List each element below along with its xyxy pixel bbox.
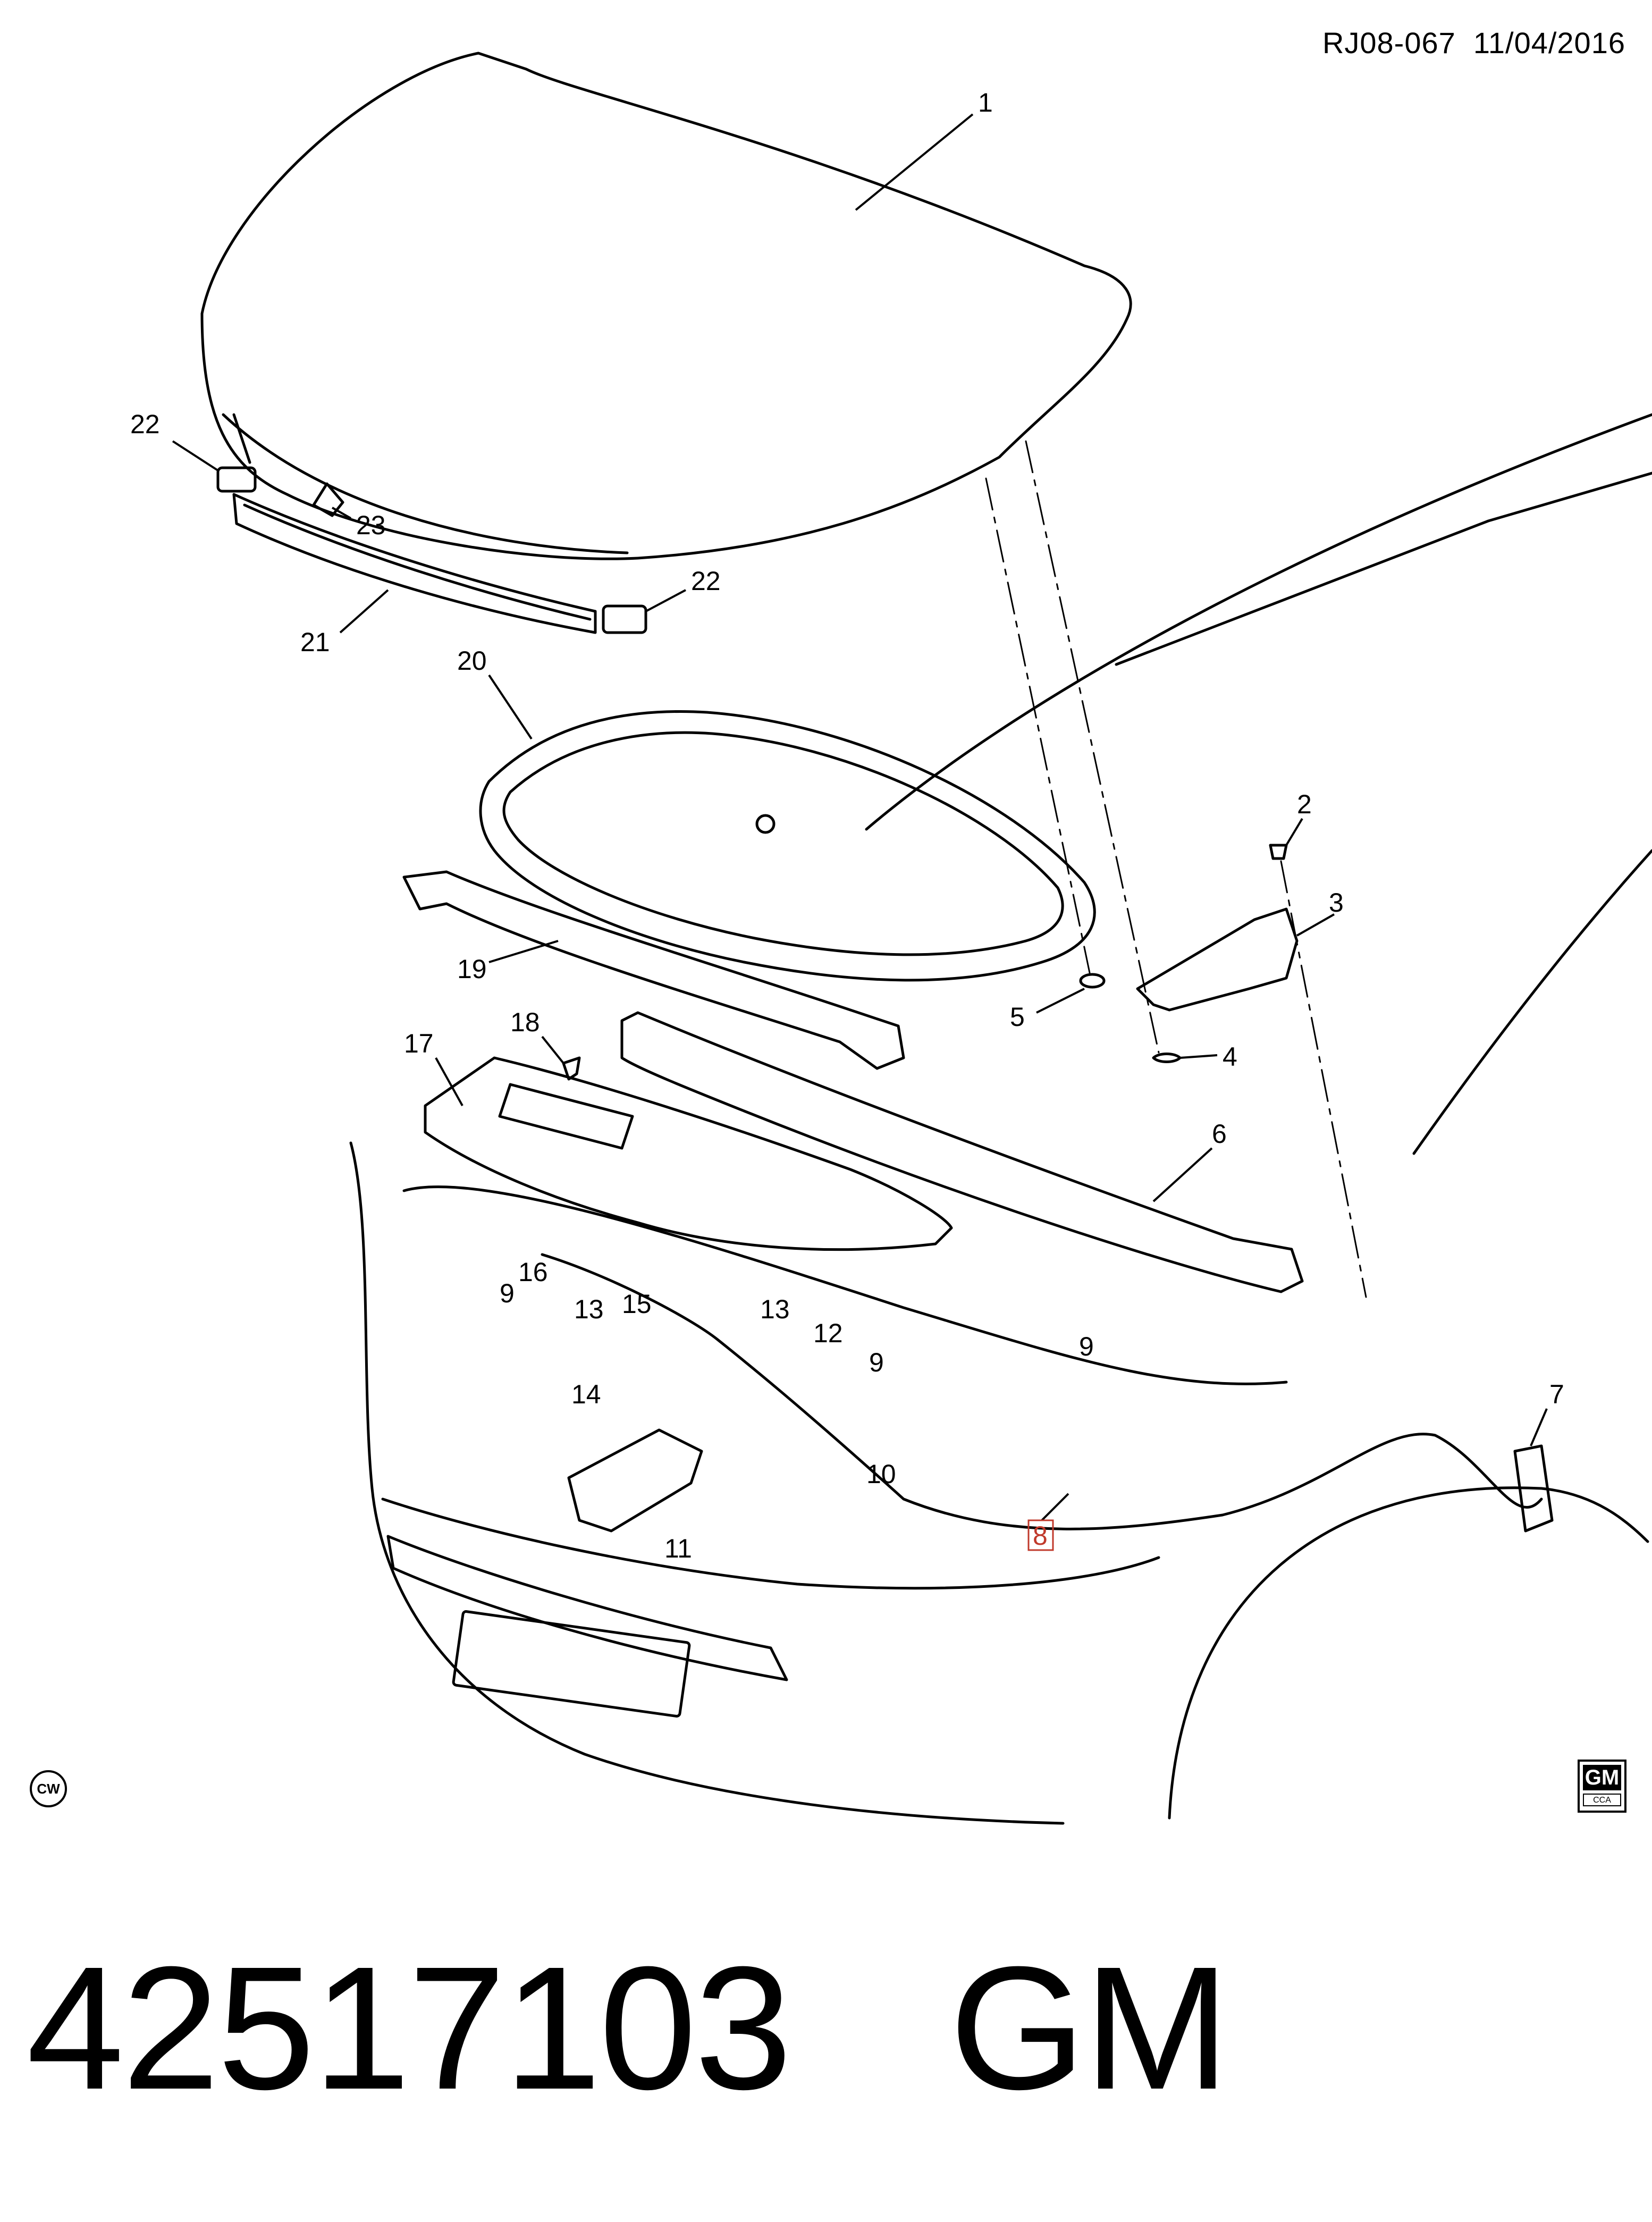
gm-cca-logo: GM CCA <box>1578 1760 1626 1813</box>
hood-panel <box>200 52 1132 560</box>
centerline-a <box>985 477 1091 974</box>
hood-seal-strip <box>232 493 597 634</box>
release-handle <box>1513 1444 1554 1533</box>
leader-21 <box>339 589 389 634</box>
leader-20 <box>488 674 533 740</box>
callout-14: 14 <box>571 1379 601 1409</box>
vehicle-a-pillar <box>1412 849 1652 1155</box>
callout-7: 7 <box>1549 1379 1564 1409</box>
callout-8: 8 <box>1033 1521 1048 1551</box>
support-bracket <box>402 870 905 1070</box>
callout-13-left: 13 <box>574 1294 604 1324</box>
hood-insulator-inner <box>502 731 1064 956</box>
leader-22b <box>645 589 686 612</box>
callout-3: 3 <box>1329 888 1344 918</box>
leader-2 <box>1285 818 1303 846</box>
callout-9-right: 9 <box>1079 1332 1094 1361</box>
cca-logo-text: CCA <box>1583 1794 1621 1806</box>
hinge-bolt <box>1269 844 1288 860</box>
leader-6 <box>1152 1147 1213 1202</box>
callout-22-left: 22 <box>130 409 160 439</box>
leader-1 <box>855 113 974 211</box>
callout-1: 1 <box>978 88 993 117</box>
cw-mark: CW <box>30 1770 67 1807</box>
callout-9-center: 9 <box>869 1348 884 1377</box>
callout-6: 6 <box>1212 1119 1227 1149</box>
washer-5 <box>1079 973 1106 989</box>
hood-release-cable <box>541 1253 1543 1530</box>
license-plate-area <box>452 1610 691 1718</box>
brand-name: GM <box>949 1930 1230 2126</box>
vehicle-front-fascia <box>381 1497 1160 1590</box>
callout-19: 19 <box>457 954 487 984</box>
leader-22a <box>172 440 219 472</box>
insulator-center-clip <box>755 814 776 834</box>
callout-17: 17 <box>404 1029 434 1058</box>
hood-hinge <box>1136 907 1299 1012</box>
callout-15: 15 <box>622 1289 652 1319</box>
callout-13-right: 13 <box>760 1294 790 1324</box>
leader-4 <box>1179 1054 1218 1059</box>
hood-edge <box>222 413 629 554</box>
leader-3 <box>1296 913 1335 937</box>
hood-lower-edge <box>232 413 251 464</box>
callout-22-right: 22 <box>691 566 721 596</box>
bumper-stop-right <box>602 604 647 634</box>
leader-7 <box>1530 1408 1548 1446</box>
hood-insulator <box>479 710 1096 982</box>
vehicle-windshield <box>865 413 1652 831</box>
leader-17 <box>435 1057 463 1106</box>
callout-11: 11 <box>664 1534 692 1563</box>
leader-18 <box>541 1036 564 1064</box>
leader-23 <box>332 507 351 519</box>
clip-23 <box>312 482 344 517</box>
callout-18: 18 <box>510 1007 540 1037</box>
callout-12: 12 <box>813 1318 843 1348</box>
bumper-stop-left <box>216 466 257 493</box>
cowl-vent-panel <box>424 1056 953 1251</box>
vehicle-roof <box>1115 472 1652 666</box>
leader-5 <box>1036 988 1085 1014</box>
centerline-b <box>1025 440 1160 1054</box>
vehicle-wheel-arch <box>1168 1486 1649 1820</box>
callout-20: 20 <box>457 646 487 676</box>
callout-4: 4 <box>1223 1042 1237 1072</box>
vehicle-fender <box>349 1141 1065 1825</box>
hood-latch <box>567 1428 703 1533</box>
fastener-18 <box>562 1056 581 1081</box>
leader-19 <box>488 940 559 963</box>
vehicle-hood-opening <box>402 1185 1288 1385</box>
part-number: 42517103 <box>27 1930 792 2126</box>
cowl-seal <box>620 1011 1304 1293</box>
callout-8-box <box>1027 1519 1054 1551</box>
hinge-nut <box>1152 1053 1182 1063</box>
callout-2: 2 <box>1297 789 1312 819</box>
callout-10: 10 <box>866 1459 896 1489</box>
callout-9-left: 9 <box>500 1278 515 1308</box>
callout-23: 23 <box>356 510 386 540</box>
diagram-code: RJ08-067 <box>1322 26 1456 60</box>
cowl-grille <box>498 1083 634 1150</box>
diagram-date: 11/04/2016 <box>1473 26 1625 60</box>
gm-logo-text: GM <box>1583 1765 1621 1790</box>
leader-8 <box>1041 1493 1069 1521</box>
centerline-c <box>1280 860 1367 1298</box>
callout-16: 16 <box>518 1257 548 1287</box>
callout-21: 21 <box>300 627 330 657</box>
vehicle-grille <box>386 1535 788 1681</box>
callout-5: 5 <box>1010 1002 1025 1032</box>
diagram-header: RJ08-067 11/04/2016 <box>1322 26 1625 60</box>
hood-seal-inner <box>243 503 592 621</box>
